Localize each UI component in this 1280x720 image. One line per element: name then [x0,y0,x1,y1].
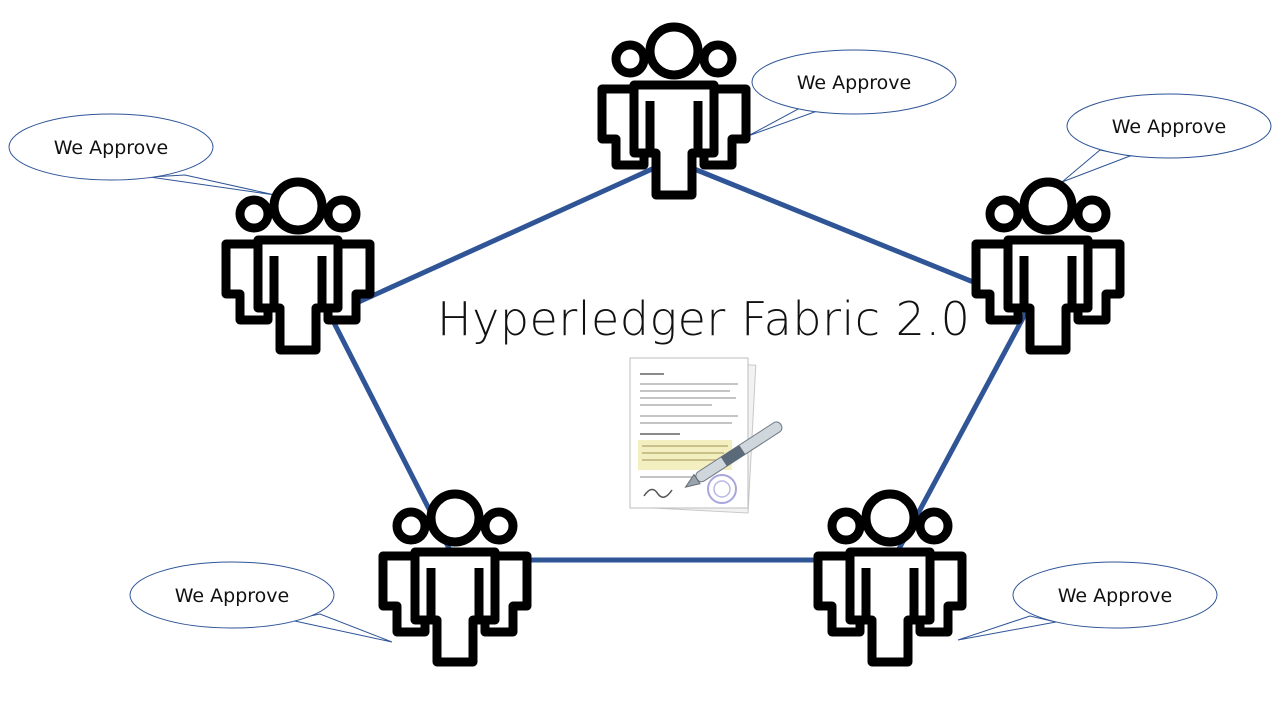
signed-contract-document-icon [629,357,783,514]
bubble-bottom-left-text: We Approve [175,585,289,607]
bubble-top: We Approve [747,49,957,137]
bubble-left-text: We Approve [54,137,168,159]
group-of-people-icon [976,182,1120,350]
edge-top-right [671,157,1031,308]
diagram-title: Hyperledger Fabric 2.0 [437,292,971,346]
edge-left-top [328,157,674,318]
group-of-people-icon [383,494,527,662]
bubble-left: We Approve [8,113,276,196]
bubble-right: We Approve [1061,93,1272,183]
group-of-people-icon [226,182,370,350]
group-of-people-icon [818,494,962,662]
bubble-bottom-right-text: We Approve [1058,585,1172,607]
speech-bubbles: We Approve We Approve We Approve We Appr… [8,49,1272,643]
bubble-top-text: We Approve [797,72,911,94]
group-of-people-icon [602,27,746,195]
bubble-right-text: We Approve [1112,116,1226,138]
bubble-bottom-left: We Approve [129,561,393,643]
bubble-bottom-right: We Approve [957,561,1218,641]
